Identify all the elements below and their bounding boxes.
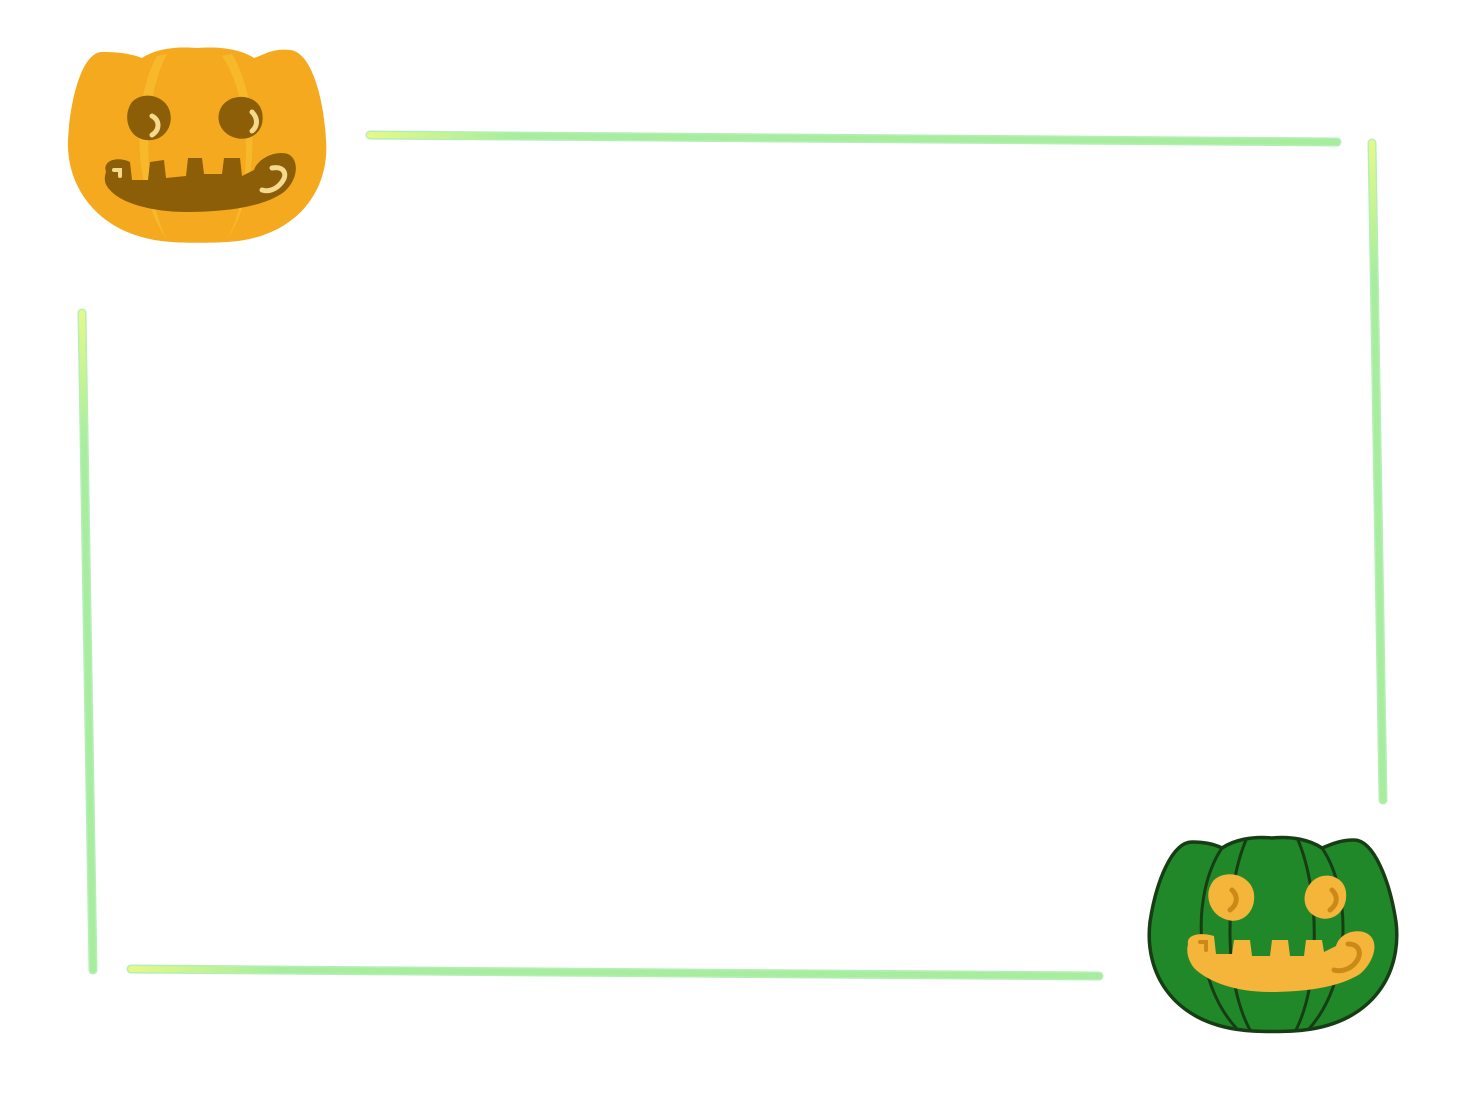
frame-line-left	[77, 308, 98, 975]
frame-line-bottom	[126, 964, 1104, 981]
green-jack-o-lantern-icon	[1147, 835, 1399, 1034]
frame-line-top	[365, 130, 1342, 147]
frame-line-right	[1367, 138, 1388, 805]
orange-jack-o-lantern-icon	[67, 47, 327, 243]
